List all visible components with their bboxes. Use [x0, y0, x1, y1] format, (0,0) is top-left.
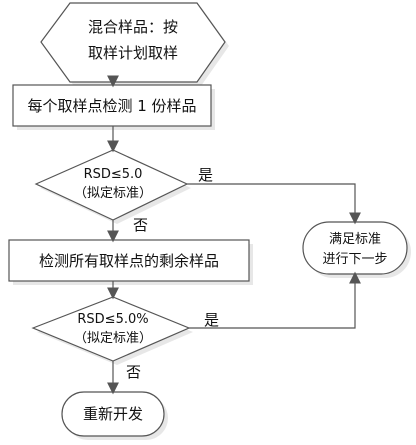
edge-label-no-1: 否 [133, 216, 148, 234]
decision-2-line-2: （拟定标准） [74, 331, 152, 346]
start-node: 混合样品：按 取样计划取样 [40, 2, 229, 86]
decision-1-line-2: （拟定标准） [74, 186, 152, 201]
decision-1-line-1: RSD≤5.0 [84, 167, 143, 182]
decision-1: RSD≤5.0 （拟定标准） [34, 149, 191, 224]
pass-result-node: 满足标准 进行下一步 [302, 221, 411, 278]
decision-2-line-1: RSD≤5.0% [77, 312, 148, 327]
edge-label-no-2: 否 [126, 363, 141, 381]
start-line-1: 混合样品：按 [88, 18, 178, 36]
edge-label-yes-1: 是 [198, 166, 213, 184]
step-1-label: 每个取样点检测 1 份样品 [27, 97, 196, 115]
fail-result-node: 重新开发 [61, 391, 168, 440]
fail-result-label: 重新开发 [83, 405, 143, 423]
step-2-label: 检测所有取样点的剩余样品 [39, 252, 219, 270]
connector-decision-2-to-pass [189, 271, 361, 329]
decision-2: RSD≤5.0% （拟定标准） [31, 296, 193, 365]
step-1: 每个取样点检测 1 份样品 [12, 84, 215, 130]
pass-result-line-1: 满足标准 [329, 232, 381, 247]
edge-label-yes-2: 是 [204, 311, 219, 329]
connector-decision-1-to-pass [187, 183, 361, 225]
step-2: 检测所有取样点的剩余样品 [8, 239, 253, 285]
start-line-2: 取样计划取样 [88, 44, 178, 62]
pass-result-line-2: 进行下一步 [322, 252, 387, 267]
